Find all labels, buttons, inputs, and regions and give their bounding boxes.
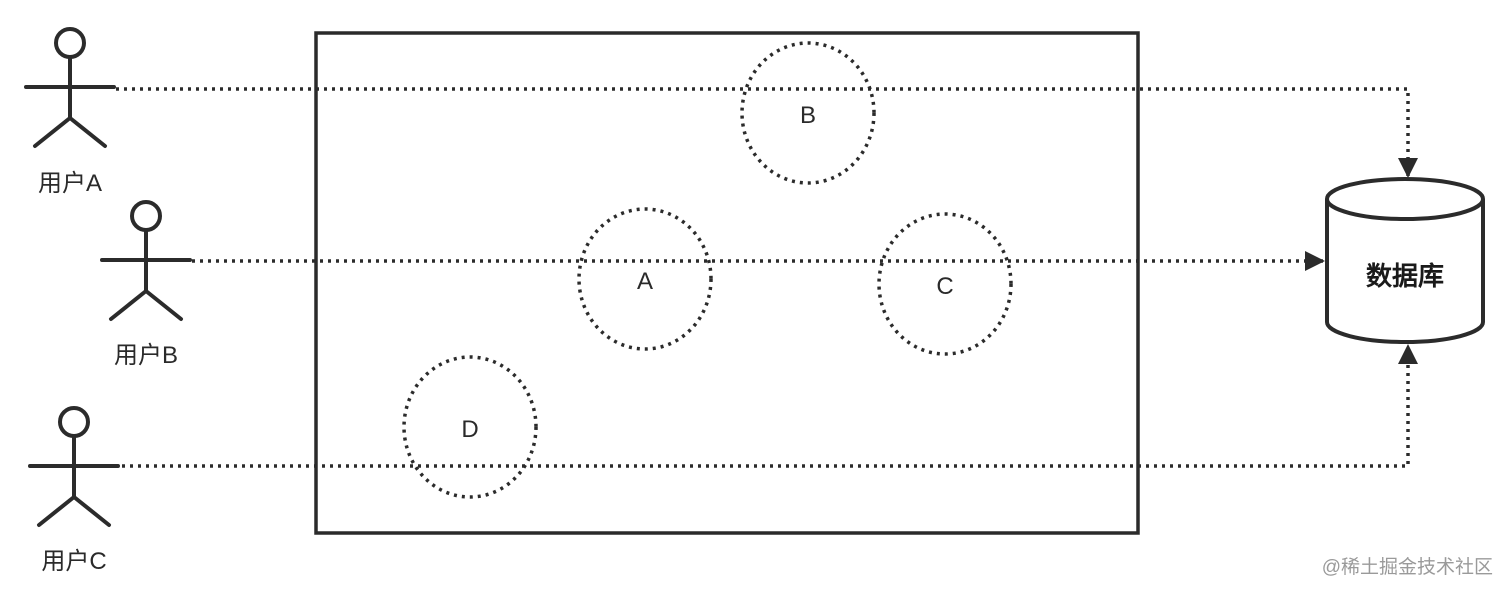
system-boundary xyxy=(314,31,1140,535)
database-icon xyxy=(1325,177,1485,344)
database-label: 数据库 xyxy=(1366,261,1444,291)
connection-lines xyxy=(116,87,1418,468)
region-c-label: C xyxy=(936,273,953,300)
actor-user-b-label: 用户B xyxy=(114,342,178,369)
actor-user-a-label: 用户A xyxy=(38,170,102,197)
actor-user-c-label: 用户C xyxy=(41,548,106,575)
region-a-label: A xyxy=(637,268,653,295)
region-c-circle xyxy=(877,212,1013,356)
watermark-text: @稀土掘金技术社区 xyxy=(1322,556,1493,578)
region-a-circle xyxy=(577,207,713,351)
region-d-circle xyxy=(402,355,538,499)
connection-user-a-to-database xyxy=(116,87,1418,178)
region-b-circle xyxy=(740,41,876,185)
actor-user-c-icon xyxy=(28,406,120,527)
actor-user-a-icon xyxy=(24,27,116,148)
region-d-label: D xyxy=(461,416,478,443)
region-b-label: B xyxy=(800,102,816,129)
actor-user-b-icon xyxy=(100,200,192,321)
